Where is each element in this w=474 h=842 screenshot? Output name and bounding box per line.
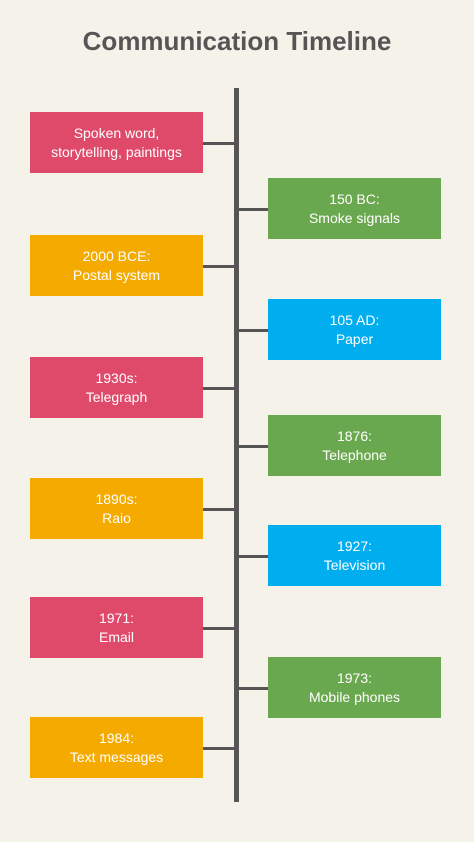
timeline-event-box: Spoken word, storytelling, paintings	[30, 112, 203, 173]
timeline-connector	[239, 328, 268, 332]
timeline-event-box: 1890s: Raio	[30, 478, 203, 539]
timeline-event-label: 1973: Mobile phones	[308, 669, 401, 705]
timeline-event-label: 2000 BCE: Postal system	[72, 247, 161, 283]
timeline-event-box: 1971: Email	[30, 597, 203, 658]
timeline-event-label: 1890s: Raio	[95, 490, 138, 526]
timeline-connector	[203, 746, 234, 750]
timeline-axis	[234, 88, 239, 802]
timeline-connector	[239, 686, 268, 690]
timeline-event-box: 1927: Television	[268, 525, 441, 586]
timeline-event-label: 1927: Television	[323, 537, 386, 573]
timeline-event-label: 1876: Telephone	[322, 427, 387, 463]
timeline-event-label: 1930s: Telegraph	[85, 369, 148, 405]
timeline-event-label: 1971: Email	[98, 609, 135, 645]
timeline-event-box: 105 AD: Paper	[268, 299, 441, 360]
timeline-connector	[203, 507, 234, 511]
timeline-event-label: 150 BC: Smoke signals	[308, 190, 401, 226]
timeline-event-box: 1973: Mobile phones	[268, 657, 441, 718]
timeline-event-box: 1876: Telephone	[268, 415, 441, 476]
timeline-event-label: 105 AD: Paper	[329, 311, 380, 347]
timeline-connector	[239, 207, 268, 211]
page-title: Communication Timeline	[82, 26, 392, 56]
timeline-event-box: 150 BC: Smoke signals	[268, 178, 441, 239]
timeline-event-label: 1984: Text messages	[69, 729, 164, 765]
timeline-connector	[203, 264, 234, 268]
timeline-connector	[239, 554, 268, 558]
timeline-event-box: 1930s: Telegraph	[30, 357, 203, 418]
timeline-connector	[203, 626, 234, 630]
timeline-event-box: 2000 BCE: Postal system	[30, 235, 203, 296]
timeline-connector	[239, 444, 268, 448]
timeline-event-label: Spoken word, storytelling, paintings	[51, 124, 182, 160]
timeline-connector	[203, 141, 234, 145]
timeline-event-box: 1984: Text messages	[30, 717, 203, 778]
timeline-connector	[203, 386, 234, 390]
